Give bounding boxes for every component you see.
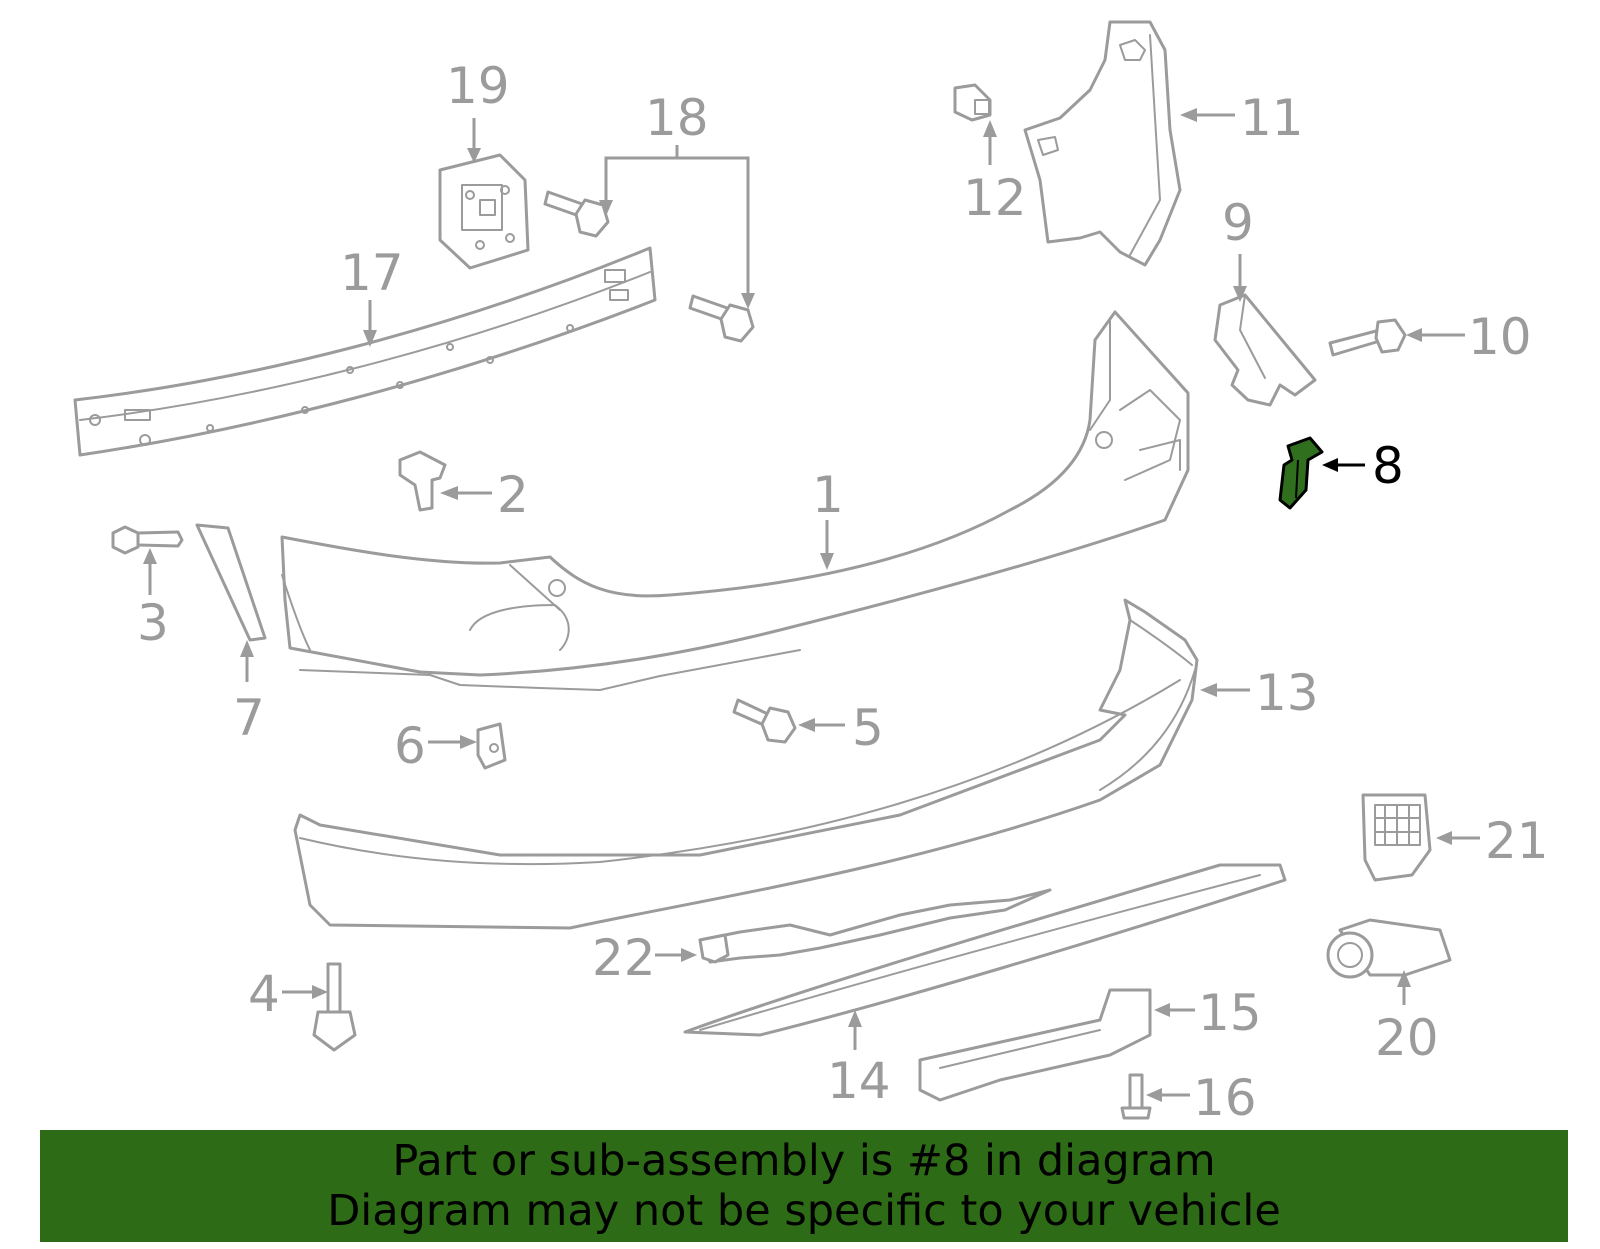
callout-2: 2 (497, 466, 529, 524)
callout-20: 20 (1375, 1009, 1439, 1067)
leader-12 (983, 120, 997, 165)
callout-9: 9 (1222, 194, 1254, 252)
leader-3 (143, 548, 157, 595)
leader-22 (655, 948, 697, 962)
part-20-parking-sensor[interactable] (1326, 918, 1452, 979)
leader-1 (820, 520, 834, 570)
leader-5 (798, 718, 845, 732)
callout-4: 4 (248, 965, 280, 1023)
callout-19: 19 (446, 57, 510, 115)
leader-18 (599, 145, 755, 309)
part-1-bumper-cover[interactable] (280, 310, 1190, 691)
callout-12: 12 (963, 169, 1027, 227)
callout-10: 10 (1468, 308, 1532, 366)
callout-15: 15 (1198, 984, 1262, 1042)
part-17-reinforcement-beam[interactable] (73, 246, 657, 457)
leader-21 (1436, 831, 1480, 845)
callout-21: 21 (1485, 812, 1549, 870)
callout-3: 3 (137, 594, 169, 652)
part-18-bolt-upper[interactable] (543, 190, 610, 238)
part-11-side-retainer[interactable] (1023, 20, 1182, 267)
leader-4 (282, 985, 328, 999)
leader-9 (1233, 254, 1247, 302)
leader-19 (467, 118, 481, 163)
callout-8: 8 (1372, 437, 1404, 495)
leader-8 (1322, 458, 1365, 472)
leader-16 (1146, 1088, 1190, 1102)
part-3-screw[interactable] (111, 525, 184, 555)
leader-15 (1154, 1003, 1195, 1017)
part-14-lower-trim[interactable] (683, 863, 1287, 1037)
callout-7: 7 (233, 689, 265, 747)
part-12-clip[interactable] (953, 83, 992, 122)
part-8-highlighted-retainer[interactable] (1278, 436, 1324, 510)
callout-5: 5 (852, 699, 884, 757)
callout-11: 11 (1240, 89, 1304, 147)
callout-18: 18 (645, 89, 709, 147)
leader-6 (428, 735, 477, 749)
part-16-clip[interactable] (1120, 1073, 1152, 1120)
leader-10 (1406, 328, 1465, 342)
callout-16: 16 (1193, 1069, 1257, 1127)
part-15-deflector[interactable] (918, 988, 1152, 1102)
callout-1: 1 (812, 466, 844, 524)
banner-line-1: Part or sub-assembly is #8 in diagram (392, 1136, 1216, 1186)
part-13-lower-cover[interactable] (293, 598, 1199, 930)
part-6-nut-clip[interactable] (476, 722, 507, 770)
leader-17 (363, 300, 377, 347)
banner-line-2: Diagram may not be specific to your vehi… (327, 1186, 1281, 1236)
part-info-banner: Part or sub-assembly is #8 in diagram Di… (40, 1130, 1568, 1242)
part-22-wire-harness[interactable] (698, 888, 1052, 964)
part-4-bolt[interactable] (312, 962, 357, 1052)
part-19-bracket[interactable] (438, 153, 530, 270)
part-21-sensor-bracket[interactable] (1361, 793, 1432, 882)
callout-14: 14 (827, 1052, 891, 1110)
callout-13: 13 (1255, 664, 1319, 722)
part-10-bolt[interactable] (1328, 318, 1407, 357)
leader-13 (1200, 683, 1250, 697)
part-7-side-strip[interactable] (195, 523, 267, 642)
callout-17: 17 (340, 244, 404, 302)
leader-2 (440, 486, 492, 500)
part-2-clip[interactable] (398, 450, 447, 512)
callout-22: 22 (592, 929, 656, 987)
callout-6: 6 (394, 717, 426, 775)
part-9-side-bracket[interactable] (1213, 293, 1317, 407)
leader-14 (848, 1010, 862, 1050)
part-18-bolt-lower[interactable] (688, 294, 755, 343)
leader-20 (1397, 970, 1411, 1005)
part-5-bolt[interactable] (732, 698, 797, 744)
leader-7 (240, 640, 254, 682)
leader-11 (1180, 108, 1235, 122)
